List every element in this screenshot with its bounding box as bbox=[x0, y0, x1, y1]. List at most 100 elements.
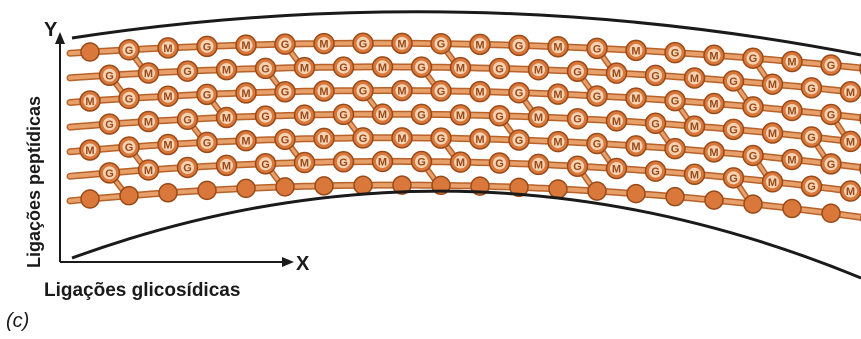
nag-label: G bbox=[729, 124, 738, 136]
nam-label: M bbox=[144, 68, 153, 80]
nag-label: G bbox=[651, 70, 660, 82]
y-axis-label: Ligações peptídicas bbox=[24, 96, 44, 268]
amino-acid-node bbox=[549, 180, 567, 198]
nag-label: G bbox=[671, 96, 680, 108]
nag-label: G bbox=[827, 109, 836, 121]
nam-label: M bbox=[690, 121, 699, 133]
nam-label: M bbox=[534, 159, 543, 171]
peptidoglycan-mesh: GMGMGMGMGMGMGMGMGMGMGMGMGMGMGMGMGMGMGMGM… bbox=[70, 33, 861, 227]
amino-acid-node bbox=[627, 185, 645, 203]
amino-acid-node bbox=[120, 187, 138, 205]
nag-label: G bbox=[651, 118, 660, 130]
amino-acid-node bbox=[666, 188, 684, 206]
nag-label: G bbox=[593, 43, 602, 55]
nag-label: G bbox=[203, 89, 212, 101]
nag-label: G bbox=[827, 60, 836, 72]
nag-label: G bbox=[105, 70, 114, 82]
nam-label: M bbox=[241, 40, 250, 52]
amino-acid-node bbox=[81, 190, 99, 208]
nam-label: M bbox=[475, 134, 484, 146]
nam-label: M bbox=[85, 96, 94, 108]
nam-label: M bbox=[456, 110, 465, 122]
nam-label: M bbox=[456, 63, 465, 75]
nag-label: G bbox=[437, 39, 446, 51]
nag-label: G bbox=[749, 53, 758, 65]
nag-label: G bbox=[437, 133, 446, 145]
nag-label: G bbox=[261, 159, 270, 171]
nag-label: G bbox=[261, 111, 270, 123]
x-axis-arrow bbox=[282, 257, 294, 267]
amino-acid-node bbox=[354, 176, 372, 194]
nam-label: M bbox=[787, 154, 796, 166]
nag-label: G bbox=[203, 137, 212, 149]
nam-label: M bbox=[709, 50, 718, 62]
nag-label: G bbox=[281, 134, 290, 146]
nag-label: G bbox=[495, 158, 504, 170]
nag-label: G bbox=[105, 168, 114, 180]
nam-label: M bbox=[163, 91, 172, 103]
nam-label: M bbox=[319, 133, 328, 145]
nag-label: G bbox=[125, 45, 134, 57]
nag-label: G bbox=[359, 133, 368, 145]
amino-acid-node bbox=[588, 182, 606, 200]
nag-label: G bbox=[729, 173, 738, 185]
nam-label: M bbox=[163, 43, 172, 55]
nam-label: M bbox=[300, 63, 309, 75]
nam-label: M bbox=[300, 158, 309, 170]
panel-label: (c) bbox=[6, 310, 29, 333]
nam-label: M bbox=[553, 137, 562, 149]
nag-label: G bbox=[807, 83, 816, 95]
nag-label: G bbox=[671, 144, 680, 156]
nag-label: G bbox=[281, 87, 290, 99]
amino-acid-node bbox=[783, 199, 801, 217]
nam-label: M bbox=[631, 93, 640, 105]
nam-label: M bbox=[768, 79, 777, 91]
nag-label: G bbox=[261, 63, 270, 75]
amino-acid-node bbox=[237, 179, 255, 197]
nam-label: M bbox=[709, 99, 718, 111]
nag-label: G bbox=[807, 132, 816, 144]
nag-label: G bbox=[417, 62, 426, 74]
nam-label: M bbox=[768, 177, 777, 189]
nam-label: M bbox=[397, 133, 406, 145]
amino-acid-node bbox=[159, 184, 177, 202]
nam-label: M bbox=[534, 112, 543, 124]
nag-label: G bbox=[359, 86, 368, 98]
nag-label: G bbox=[671, 48, 680, 60]
nag-label: G bbox=[339, 62, 348, 74]
nam-label: M bbox=[300, 110, 309, 122]
nag-label: G bbox=[729, 76, 738, 88]
nam-label: M bbox=[690, 73, 699, 85]
amino-acid-node bbox=[822, 204, 840, 222]
nag-label: G bbox=[437, 86, 446, 98]
nag-label: G bbox=[515, 135, 524, 147]
nag-label: G bbox=[573, 114, 582, 126]
nam-label: M bbox=[846, 186, 855, 198]
nam-label: M bbox=[612, 68, 621, 80]
nag-label: G bbox=[339, 157, 348, 169]
nam-label: M bbox=[222, 113, 231, 125]
amino-acid-node bbox=[705, 191, 723, 209]
nag-label: G bbox=[281, 39, 290, 51]
nag-label: G bbox=[183, 114, 192, 126]
nag-label: G bbox=[749, 102, 758, 114]
nam-label: M bbox=[768, 128, 777, 140]
x-axis-symbol: X bbox=[296, 253, 310, 275]
nam-label: M bbox=[319, 86, 328, 98]
nam-label: M bbox=[631, 45, 640, 57]
nag-label: G bbox=[417, 109, 426, 121]
nam-label: M bbox=[631, 141, 640, 153]
nam-label: M bbox=[144, 116, 153, 128]
nam-label: M bbox=[397, 86, 406, 98]
amino-acid-node bbox=[315, 177, 333, 195]
y-axis-symbol: Y bbox=[44, 19, 58, 41]
nam-label: M bbox=[397, 38, 406, 50]
nam-label: M bbox=[534, 65, 543, 77]
nag-label: G bbox=[807, 181, 816, 193]
nag-label: G bbox=[749, 150, 758, 162]
nam-label: M bbox=[846, 87, 855, 99]
nag-label: G bbox=[125, 142, 134, 154]
nam-label: M bbox=[144, 165, 153, 177]
nam-label: M bbox=[85, 145, 94, 157]
